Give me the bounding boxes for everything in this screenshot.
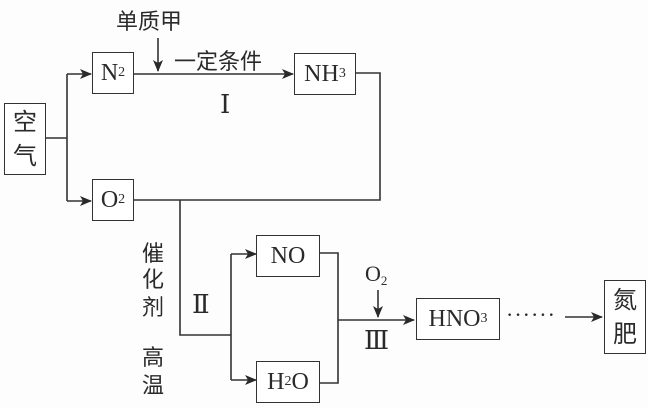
n2-subscript: 2 [118, 65, 126, 80]
air-label-2: 气 [13, 142, 37, 170]
high-temp-char-2: 温 [142, 374, 165, 399]
h2o-o: O [291, 368, 309, 395]
nh3-subscript: 3 [338, 66, 346, 81]
catalyst-char-2: 化 [142, 268, 165, 293]
no-symbol: NO [270, 242, 306, 269]
step-3-label: Ⅲ [364, 326, 390, 355]
high-temp-char-1: 高 [142, 346, 165, 371]
o2-input-label: O2 [365, 261, 387, 289]
reagent-jia-label: 单质甲 [116, 10, 183, 35]
o2-symbol: O [100, 186, 119, 213]
h2o-subscript: 2 [284, 374, 292, 389]
step-2-label: Ⅱ [192, 290, 210, 319]
no-box: NO [256, 235, 320, 277]
step-1-label: Ⅰ [220, 90, 231, 119]
condition-label: 一定条件 [174, 50, 263, 75]
catalyst-char-3: 剂 [142, 296, 165, 321]
nh3-return-line [134, 72, 381, 201]
n2-symbol: N [100, 59, 119, 86]
hno3-subscript: 3 [480, 311, 488, 326]
air-box: 空 气 [4, 103, 46, 175]
catalyst-char-1: 催 [142, 242, 165, 267]
o2-subscript: 2 [118, 192, 126, 207]
o2-input-symbol: O [365, 261, 381, 286]
o2-input-subscript: 2 [380, 273, 388, 288]
fertilizer-label-2: 肥 [613, 320, 637, 348]
no-out [319, 252, 339, 384]
hno3-symbol: HNO [428, 305, 481, 332]
nh3-symbol: NH [304, 60, 339, 87]
h2o-h: H [267, 368, 285, 395]
ellipsis-dots: ······ [506, 302, 556, 327]
to-step2-line [179, 200, 231, 336]
air-label-1: 空 [13, 108, 37, 136]
fertilizer-box: 氮 肥 [604, 280, 646, 354]
fertilizer-label-1: 氮 [613, 286, 637, 314]
